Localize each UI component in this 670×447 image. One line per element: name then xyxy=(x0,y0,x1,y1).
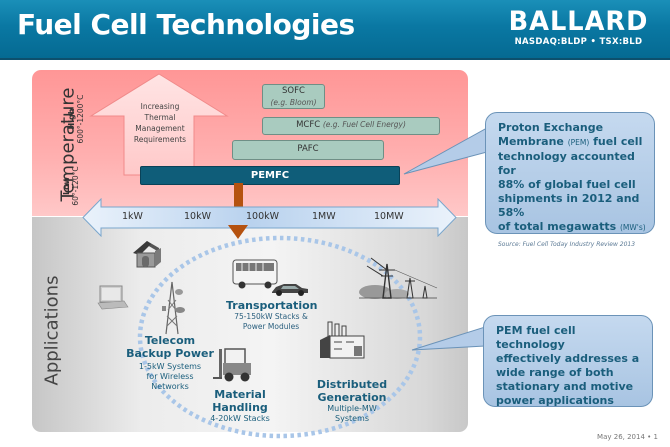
laptop-icon xyxy=(97,285,129,310)
title-line: Material xyxy=(214,388,266,401)
callout-line: Proton Exchange xyxy=(498,121,604,134)
distributed-generation-subtitle: Multiple-MW Systems xyxy=(312,404,392,424)
power-lines-icon xyxy=(359,257,438,299)
title-line: Handling xyxy=(212,401,268,414)
callout-text: fuel cell xyxy=(589,135,643,148)
arrow-text-line: Management xyxy=(135,124,185,133)
transportation-subtitle: 75-150kW Stacks & Power Modules xyxy=(221,312,321,332)
subtitle-line: 1-5kW Systems xyxy=(138,362,202,371)
bus-icon xyxy=(232,259,278,289)
pafc-box: PAFC xyxy=(232,140,384,160)
scale-label-1kw: 1kW xyxy=(122,211,143,222)
pemfc-down-arrow-head xyxy=(228,225,248,239)
material-handling-title: Material Handling xyxy=(200,388,280,414)
mcfc-name: MCFC xyxy=(296,120,321,130)
subtitle-line: for Wireless xyxy=(146,372,194,381)
material-handling-subtitle: 4-20kW Stacks xyxy=(210,414,270,423)
thermal-management-text: Increasing Thermal Management Requiremen… xyxy=(118,101,202,145)
telecom-tower-icon xyxy=(162,281,185,335)
subtitle-line: Power Modules xyxy=(242,322,300,331)
subtitle-line: Systems xyxy=(335,414,369,423)
slide-number: 1 xyxy=(653,433,658,441)
arrow-text-line: Thermal xyxy=(144,113,176,122)
arrow-text-line: Increasing xyxy=(140,102,180,111)
callout-line: power applications xyxy=(496,394,614,407)
callout-line: stationary and motive xyxy=(496,380,634,393)
source-citation: Source: Fuel Cell Today Industry Review … xyxy=(498,241,636,248)
subtitle-line: 75-150kW Stacks & xyxy=(234,312,308,321)
pem-applications-callout: PEM fuel cell technology effectively add… xyxy=(483,315,653,407)
title-line: Generation xyxy=(317,391,387,404)
callout-line: Membrane (PEM) fuel cell xyxy=(498,135,648,150)
callout-line: wide range of both xyxy=(496,366,614,379)
mcfc-box: MCFC (e.g. Fuel Cell Energy) xyxy=(262,117,440,135)
pafc-name: PAFC xyxy=(297,144,319,154)
scale-label-100kw: 100kW xyxy=(246,211,280,222)
sofc-box: SOFC (e.g. Bloom) xyxy=(262,84,325,109)
low-temp-label: Low 60°-120°C xyxy=(62,161,80,211)
power-scale-arrow-icon xyxy=(82,198,457,237)
subtitle-line: Networks xyxy=(151,382,189,391)
pem-market-share-callout: Proton Exchange Membrane (PEM) fuel cell… xyxy=(485,112,655,248)
slide-footer: May 26, 2014 • 1 xyxy=(597,433,658,441)
sofc-example: (e.g. Bloom) xyxy=(270,98,317,107)
high-label: High xyxy=(67,108,76,130)
pem-abbrev: (PEM) xyxy=(567,138,590,147)
house-icon xyxy=(133,241,161,268)
high-range: 600°-1200°C xyxy=(76,94,85,144)
pemfc-down-arrow-shaft xyxy=(234,183,243,226)
callout-line: of total megawatts (MW's) xyxy=(498,220,648,235)
slide-title: Fuel Cell Technologies xyxy=(17,8,355,41)
stock-tickers: NASDAQ:BLDP • TSX:BLD xyxy=(514,37,643,47)
callout-text: Membrane xyxy=(498,135,568,148)
callout-line: effectively addresses a xyxy=(496,352,640,365)
forklift-icon xyxy=(213,348,251,382)
slide-header: Fuel Cell Technologies BALLARD NASDAQ:BL… xyxy=(0,0,670,60)
low-range: 60°-120°C xyxy=(71,166,80,206)
title-line: Backup Power xyxy=(126,347,214,360)
slide-date: May 26, 2014 xyxy=(597,433,645,441)
distributed-generation-title: Distributed Generation xyxy=(312,378,392,404)
transportation-title: Transportation xyxy=(226,299,318,312)
mw-abbrev: (MW's) xyxy=(619,223,646,232)
callout-line: technology accounted for xyxy=(498,150,635,177)
subtitle-line: Multiple-MW xyxy=(327,404,377,413)
logo-wordmark: BALLARD xyxy=(508,6,649,37)
low-label: Low xyxy=(62,177,71,195)
telecom-subtitle: 1-5kW Systems for Wireless Networks xyxy=(125,362,215,392)
pemfc-bar: PEMFC xyxy=(140,166,400,185)
factory-icon xyxy=(320,321,365,359)
applications-axis-label: Applications xyxy=(41,275,63,386)
ballard-logo: BALLARD NASDAQ:BLDP • TSX:BLD xyxy=(505,6,652,48)
high-temp-label: High 600°-1200°C xyxy=(67,89,85,149)
scale-label-10mw: 10MW xyxy=(374,211,404,222)
sofc-name: SOFC xyxy=(282,86,305,96)
arrow-text-line: Requirements xyxy=(133,135,187,144)
mcfc-example: (e.g. Fuel Cell Energy) xyxy=(322,120,406,129)
scale-label-1mw: 1MW xyxy=(312,211,336,222)
callout-line: 88% of global fuel cell xyxy=(498,178,636,191)
car-icon xyxy=(272,284,308,296)
callout-line: PEM fuel cell technology xyxy=(496,324,576,351)
title-line: Distributed xyxy=(316,378,388,391)
title-line: Telecom xyxy=(144,334,196,347)
telecom-title: Telecom Backup Power xyxy=(125,334,215,360)
callout-text: of total megawatts xyxy=(498,220,620,233)
callout-line: shipments in 2012 and 58% xyxy=(498,192,640,219)
scale-label-10kw: 10kW xyxy=(184,211,211,222)
footer-separator: • xyxy=(647,433,652,441)
